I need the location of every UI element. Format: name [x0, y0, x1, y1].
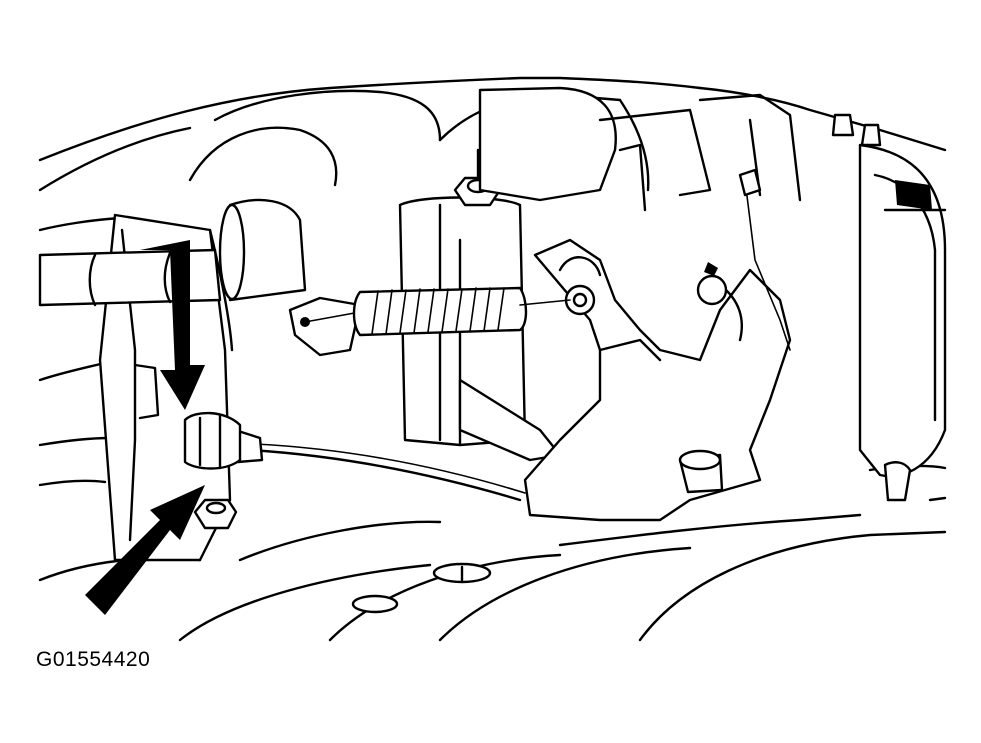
- right-cable-bracket: [704, 168, 791, 351]
- lever-pivot-pins: [564, 274, 728, 494]
- lower-nut: [193, 498, 238, 530]
- cable-retainer-clip: [183, 411, 242, 470]
- throttle-body: [858, 143, 947, 502]
- up-right-arrow: [85, 485, 205, 615]
- down-arrow: [140, 240, 205, 410]
- throttle-lever: [523, 238, 792, 522]
- return-spring: [288, 286, 571, 357]
- callout-arrows: [85, 240, 205, 615]
- upper-housing: [478, 86, 882, 212]
- throttle-cable: [233, 428, 526, 502]
- figure-id-label: G01554420: [36, 648, 151, 671]
- floor-holes: [351, 562, 492, 614]
